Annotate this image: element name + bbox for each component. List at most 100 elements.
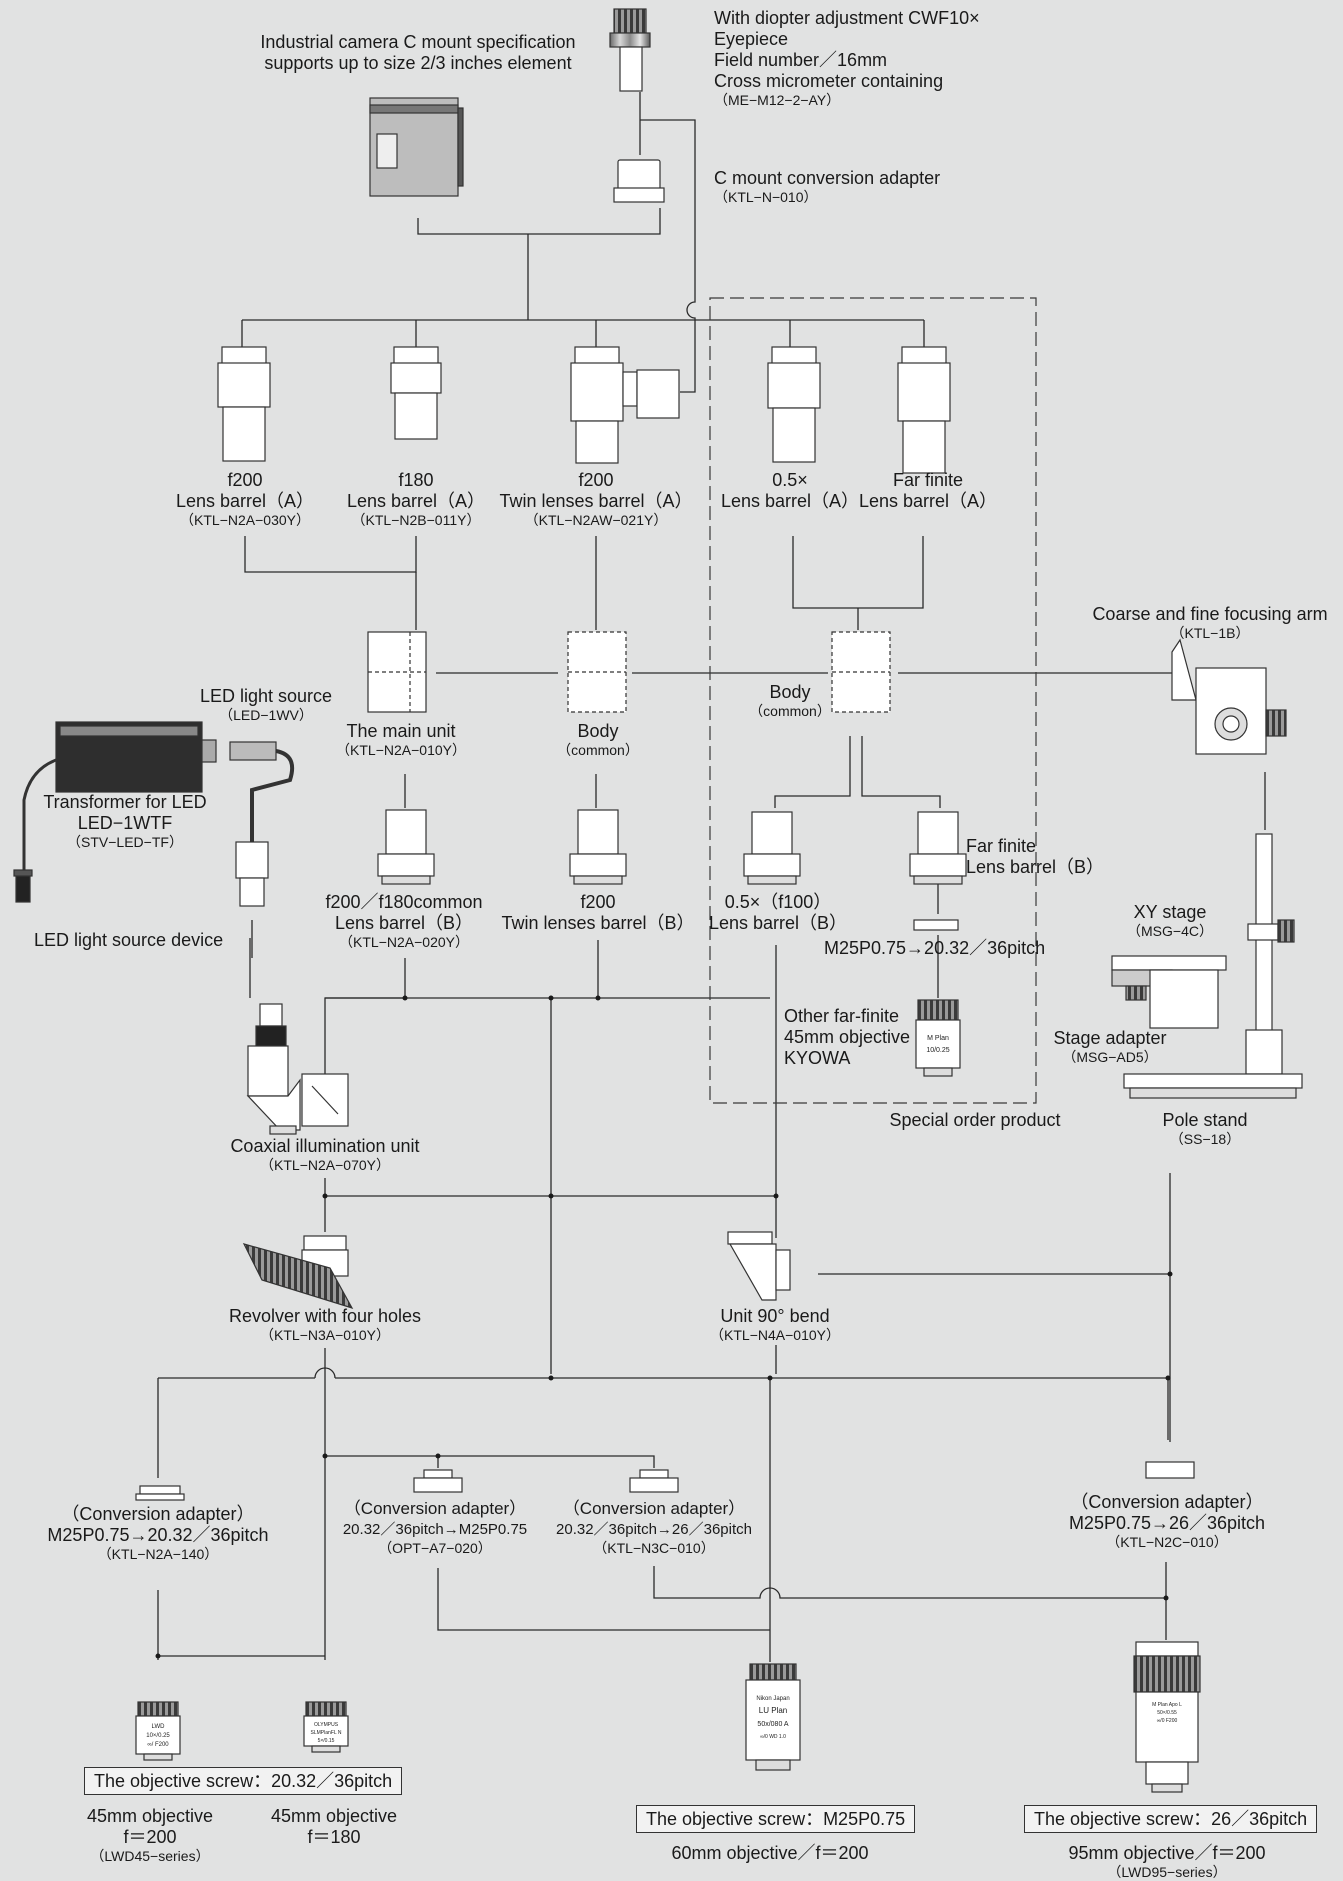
transformer-line-1: Transformer for LED bbox=[43, 792, 207, 812]
eyepiece-code: （ME−M12−2−AY） bbox=[714, 92, 841, 108]
twin-barrel-b-label: f200 Twin lenses barrel（B） bbox=[498, 892, 698, 934]
obj-60-line-1: 60mm objective／f＝200 bbox=[671, 1843, 869, 1863]
barrel-b-05x-line-2: Lens barrel（B） bbox=[708, 913, 848, 933]
barrel-b-05x-label: 0.5×（f100） Lens barrel（B） bbox=[708, 892, 848, 934]
led-source-line-1: LED light source bbox=[199, 686, 333, 706]
conv-2-label: （Conversion adapter） 20.32／36pitch→M25P0… bbox=[330, 1498, 540, 1557]
kyowa-print-1: M Plan bbox=[927, 1035, 949, 1042]
barrel-a-05x-line-1: 0.5× bbox=[772, 470, 808, 490]
kyowa-print-2: 10/0.25 bbox=[926, 1047, 949, 1054]
body-common-2-code: （common） bbox=[749, 703, 831, 719]
barrel-b-common-line-2: Lens barrel（B） bbox=[334, 913, 474, 933]
conv-2-line-2: 20.32／36pitch→M25P0.75 bbox=[342, 1521, 528, 1538]
xy-stage-code: （MSG−4C） bbox=[1127, 923, 1213, 939]
main-unit-line-1: The main unit bbox=[346, 721, 456, 741]
lens-barrel-b-common-icon bbox=[377, 809, 435, 885]
lens-barrel-a-05x-icon bbox=[767, 346, 821, 463]
camera-icon bbox=[369, 97, 464, 197]
conv-1-label: （Conversion adapter） M25P0.75→20.32／36pi… bbox=[40, 1504, 276, 1563]
other-objective-line-2: 45mm objective bbox=[784, 1027, 911, 1047]
coaxial-label: Coaxial illumination unit （KTL−N2A−070Y） bbox=[208, 1136, 442, 1174]
conv-3-code: （KTL−N3C−010） bbox=[593, 1540, 715, 1556]
special-order-line-1: Special order product bbox=[889, 1110, 1061, 1130]
unit-90-code: （KTL−N4A−010Y） bbox=[710, 1327, 840, 1343]
lwd95-print-1: M Plan Apo L bbox=[1152, 1702, 1182, 1708]
conversion-adapter-4-icon bbox=[1145, 1461, 1195, 1479]
olympus-print-2: SLMPlanFL N bbox=[311, 1730, 342, 1736]
barrel-a-f200-code: （KTL−N2A−030Y） bbox=[180, 512, 310, 528]
barrel-a-f180-code: （KTL−N2B−011Y） bbox=[351, 512, 481, 528]
main-unit-code: （KTL−N2A−010Y） bbox=[336, 742, 466, 758]
obj-45-f200-code: （LWD45−series） bbox=[90, 1848, 210, 1864]
lwd-print-3: ∞/ F200 bbox=[147, 1742, 169, 1748]
screw-m25-box: The objective screw：M25P0.75 bbox=[636, 1805, 916, 1833]
body-common-2-label: Body （common） bbox=[748, 682, 832, 720]
junction-dots bbox=[155, 995, 1173, 1659]
m25-adapter-label: M25P0.75→20.32／36pitch bbox=[824, 938, 1045, 959]
lwd95-print-2: 50×/0.55 bbox=[1157, 1710, 1177, 1716]
unit-90-line-1: Unit 90° bend bbox=[720, 1306, 830, 1326]
barrel-a-05x-line-2: Lens barrel（A） bbox=[720, 491, 860, 511]
main-unit-icon bbox=[367, 631, 427, 713]
other-objective-line-3: KYOWA bbox=[784, 1048, 851, 1068]
barrel-a-f180-label: f180 Lens barrel（A） （KTL−N2B−011Y） bbox=[326, 470, 506, 529]
lwd-print-2: 10×/0.25 bbox=[146, 1733, 170, 1739]
eyepiece-line-4: Cross micrometer containing bbox=[714, 71, 944, 91]
twin-barrel-a-line-1: f200 bbox=[578, 470, 614, 490]
revolver-icon bbox=[242, 1235, 354, 1310]
barrel-b-far-line-2: Lens barrel（B） bbox=[966, 857, 1105, 877]
conv-1-code: （KTL−N2A−140） bbox=[97, 1546, 219, 1562]
kyowa-objective-icon: M Plan 10/0.25 bbox=[915, 999, 961, 1077]
eyepiece-label: With diopter adjustment CWF10× Eyepiece … bbox=[714, 8, 980, 109]
screw-20-box: The objective screw：20.32／36pitch bbox=[84, 1767, 403, 1795]
other-objective-label: Other far-finite 45mm objective KYOWA bbox=[784, 1006, 910, 1069]
lwd95-print-3: ∞/0 F200 bbox=[1157, 1718, 1178, 1724]
lens-barrel-b-05x-icon bbox=[743, 811, 801, 885]
obj-60-label: 60mm objective／f＝200 bbox=[640, 1843, 900, 1864]
body-common-1-line-1: Body bbox=[577, 721, 619, 741]
olympus-objective-icon: OLYMPUS SLMPlanFL N 5×/0.15 bbox=[303, 1701, 349, 1753]
pole-stand-label: Pole stand （SS−18） bbox=[1140, 1110, 1270, 1148]
conv-1-line-1: （Conversion adapter） bbox=[61, 1504, 255, 1524]
conv-2-line-1: （Conversion adapter） bbox=[343, 1499, 527, 1518]
barrel-b-common-code: （KTL−N2A−020Y） bbox=[339, 934, 469, 950]
conv-4-label: （Conversion adapter） M25P0.75→26／36pitch… bbox=[1040, 1492, 1294, 1551]
conversion-adapter-1-icon bbox=[135, 1485, 185, 1501]
obj-95-label: 95mm objective／f＝200 （LWD95−series） bbox=[1040, 1843, 1294, 1881]
barrel-b-common-label: f200／f180common Lens barrel（B） （KTL−N2A−… bbox=[314, 892, 494, 951]
obj-45-f180-label: 45mm objective f＝180 bbox=[254, 1806, 414, 1848]
unit-90-bend-icon bbox=[727, 1231, 791, 1301]
camera-line-1: Industrial camera C mount specification bbox=[260, 32, 576, 52]
camera-label: Industrial camera C mount specification … bbox=[248, 32, 588, 74]
conv-4-line-2: M25P0.75→26／36pitch bbox=[1068, 1513, 1266, 1533]
c-mount-label: C mount conversion adapter （KTL−N−010） bbox=[714, 168, 940, 206]
eyepiece-line-1: With diopter adjustment CWF10× bbox=[714, 8, 980, 28]
c-mount-adapter-icon bbox=[613, 159, 665, 203]
screw-20-text: The objective screw：20.32／36pitch bbox=[94, 1771, 393, 1791]
transformer-code: （STV−LED−TF） bbox=[67, 834, 183, 850]
screw-26-box: The objective screw：26／36pitch bbox=[1024, 1805, 1318, 1833]
led-device-line-1: LED light source device bbox=[34, 930, 224, 950]
connector-lines bbox=[157, 92, 1266, 1662]
obj-45-f200-label: 45mm objective f＝200 （LWD45−series） bbox=[70, 1806, 230, 1865]
olympus-print-3: 5×/0.15 bbox=[318, 1738, 335, 1744]
twin-barrel-b-line-2: Twin lenses barrel（B） bbox=[501, 913, 695, 933]
coaxial-code: （KTL−N2A−070Y） bbox=[260, 1157, 390, 1173]
obj-45-f200-line-2: f＝200 bbox=[123, 1827, 177, 1847]
screw-26-text: The objective screw：26／36pitch bbox=[1034, 1809, 1308, 1829]
twin-barrel-a-label: f200 Twin lenses barrel（A） （KTL−N2AW−021… bbox=[496, 470, 696, 529]
main-unit-label: The main unit （KTL−N2A−010Y） bbox=[326, 721, 476, 759]
unit-90-label: Unit 90° bend （KTL−N4A−010Y） bbox=[690, 1306, 860, 1344]
obj-45-f200-line-1: 45mm objective bbox=[86, 1806, 214, 1826]
m25-adapter-icon bbox=[913, 919, 959, 931]
barrel-a-f180-line-2: Lens barrel（A） bbox=[346, 491, 486, 511]
led-device-label: LED light source device bbox=[34, 930, 223, 951]
body-common-2-line-1: Body bbox=[769, 682, 811, 702]
special-order-region bbox=[709, 297, 1037, 1104]
lens-barrel-a-f180-icon bbox=[390, 346, 442, 440]
obj-45-f180-line-2: f＝180 bbox=[307, 1827, 361, 1847]
eyepiece-line-3: Field number／16mm bbox=[714, 50, 888, 70]
special-order-label: Special order product bbox=[870, 1110, 1080, 1131]
body-common-1-label: Body （common） bbox=[548, 721, 648, 759]
conv-3-line-2: 20.32／36pitch→26／36pitch bbox=[556, 1521, 752, 1538]
